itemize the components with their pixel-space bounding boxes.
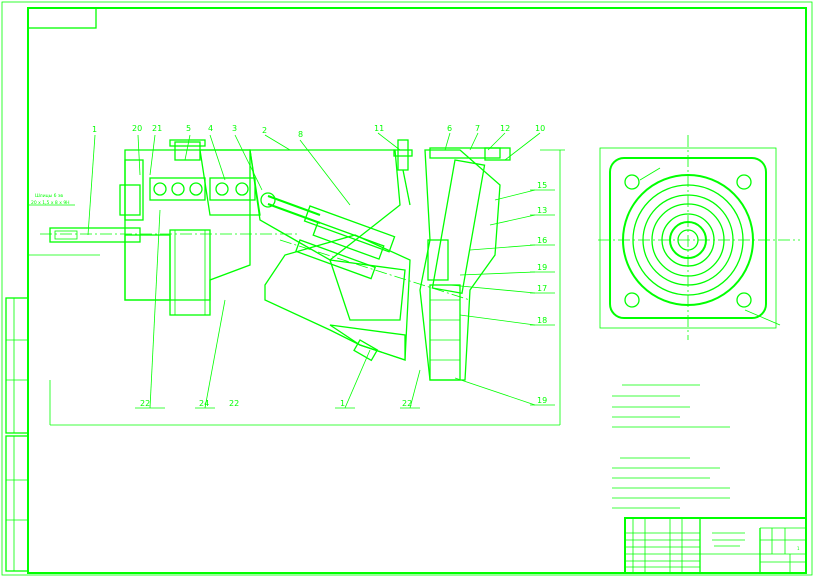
callout-21: 21 [152,124,162,133]
callout-15: 15 [537,181,547,190]
callout-18: 18 [537,316,547,325]
piston-assembly [260,192,396,280]
callout-22a: 22 [140,399,150,408]
callout-22b: 22 [229,399,239,408]
callout-19b: 19 [537,396,547,405]
flange-side-view [598,135,800,340]
left-stamp-columns [5,297,29,572]
callout-20: 20 [132,124,142,133]
callout-22c: 22 [402,399,412,408]
callout-11: 11 [374,124,384,133]
callout-1: 1 [92,125,97,134]
callout-1b: 1 [340,399,345,408]
callout-6: 6 [447,124,452,133]
pump-section-view: Шлицы 6 эв 20 х 1,5 х 8 х 9Н 1 20 21 5 4… [28,124,565,426]
dimension-note: Шлицы 6 эв 20 х 1,5 х 8 х 9Н [28,193,100,256]
callout-8: 8 [298,130,303,139]
rear-cover [419,147,511,381]
callout-3: 3 [232,124,237,133]
callout-4: 4 [208,124,213,133]
dimension-note-line-2: 20 х 1,5 х 8 х 9Н [31,200,70,206]
callout-5: 5 [186,124,191,133]
callout-10: 10 [535,124,545,133]
callout-13: 13 [537,206,547,215]
callout-2: 2 [262,126,267,135]
callout-24: 24 [199,399,209,408]
top-bolt [393,139,413,206]
dimension-note-line-1: Шлицы 6 эв [35,193,63,199]
callout-16: 16 [537,236,547,245]
bearing-set [149,177,256,201]
title-block: 1 [624,517,807,574]
callout-7: 7 [475,124,480,133]
leader-lines [87,132,555,409]
sheet-number: 1 [797,546,800,551]
callout-17: 17 [537,284,547,293]
technical-notes-1 [612,384,730,428]
callout-labels: 1 20 21 5 4 3 2 8 11 6 7 12 10 15 13 16 … [92,124,547,408]
callout-12: 12 [500,124,510,133]
callout-19a: 19 [537,263,547,272]
technical-notes-2 [612,457,730,509]
